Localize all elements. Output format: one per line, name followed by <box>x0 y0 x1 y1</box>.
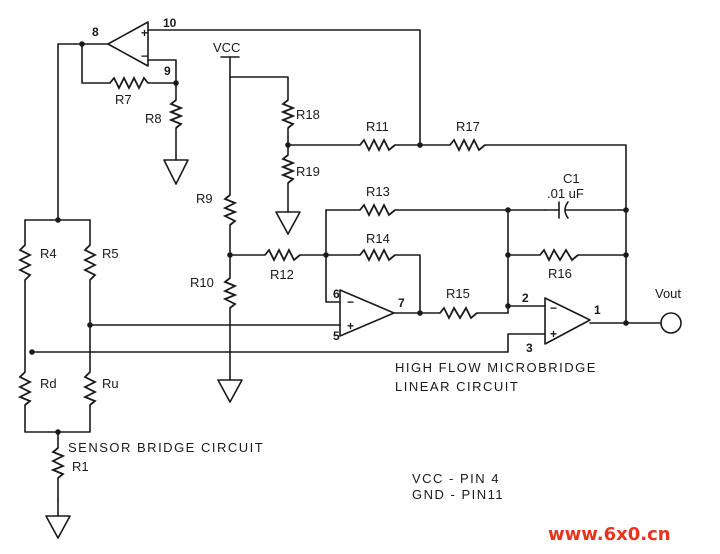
r18-resistor <box>280 99 296 129</box>
vout-label: Vout <box>655 286 681 301</box>
pin-6-label: 6 <box>333 287 340 301</box>
r18-label: R18 <box>296 107 320 122</box>
opamp-first <box>339 289 395 337</box>
r5-resistor <box>82 244 98 281</box>
opamp-second <box>544 297 591 345</box>
pin-8-label: 8 <box>92 25 99 39</box>
opamp-top-minus-sign: − <box>141 49 148 63</box>
pin-7-label: 7 <box>398 296 405 310</box>
rd-resistor <box>17 371 33 406</box>
pin-5-label: 5 <box>333 329 340 343</box>
r14-label: R14 <box>366 231 390 246</box>
r12-resistor <box>264 247 301 263</box>
sensor-bridge-caption: SENSOR BRIDGE CIRCUIT <box>68 440 264 455</box>
r9-resistor <box>222 194 238 226</box>
ground-symbol-r19 <box>275 211 301 235</box>
r4-resistor <box>17 244 33 281</box>
r19-resistor <box>280 154 296 184</box>
r8-resistor <box>168 99 184 129</box>
ru-resistor <box>82 371 98 406</box>
r16-resistor <box>539 248 579 263</box>
ru-label: Ru <box>102 376 119 391</box>
r9-label: R9 <box>196 191 213 206</box>
r15-resistor <box>439 306 478 321</box>
opamp-top <box>107 21 149 67</box>
r10-label: R10 <box>190 275 214 290</box>
opamp-second-plus-sign: + <box>550 327 557 341</box>
rd-label: Rd <box>40 376 57 391</box>
pin-1-label: 1 <box>594 303 601 317</box>
c1-capacitor <box>544 201 569 219</box>
high-flow-caption-line2: LINEAR CIRCUIT <box>395 379 519 394</box>
opamp-first-plus-sign: + <box>347 319 354 333</box>
r14-resistor <box>359 247 396 263</box>
ground-symbol-r1 <box>45 515 71 539</box>
r11-resistor <box>359 137 396 153</box>
resistors <box>17 75 579 479</box>
r13-resistor <box>359 202 396 218</box>
r19-label: R19 <box>296 164 320 179</box>
pin-9-label: 9 <box>164 64 171 78</box>
high-flow-caption-line1: HIGH FLOW MICROBRIDGE <box>395 360 597 375</box>
r5-label: R5 <box>102 246 119 261</box>
pin-2-label: 2 <box>522 291 529 305</box>
opamp-top-plus-sign: + <box>141 26 148 40</box>
gnd-pin-note: GND - PIN11 <box>412 487 504 502</box>
ground-symbol-r8 <box>163 159 189 185</box>
vout-terminal <box>660 312 682 334</box>
wires <box>24 29 661 501</box>
c1-label: C1 <box>563 171 580 186</box>
opamp-second-minus-sign: − <box>550 301 557 315</box>
r1-resistor <box>50 447 66 479</box>
r17-resistor <box>449 137 486 153</box>
vcc-pin-note: VCC - PIN 4 <box>412 471 500 486</box>
ground-symbol-r10 <box>217 379 243 403</box>
r7-label: R7 <box>115 92 132 107</box>
vcc-label: VCC <box>213 40 240 55</box>
r17-label: R17 <box>456 119 480 134</box>
r1-label: R1 <box>72 459 89 474</box>
c1-value-label: .01 uF <box>547 186 584 201</box>
pin-10-label: 10 <box>163 16 177 30</box>
r13-label: R13 <box>366 184 390 199</box>
r15-label: R15 <box>446 286 470 301</box>
r12-label: R12 <box>270 267 294 282</box>
pin-3-label: 3 <box>526 341 533 355</box>
r4-label: R4 <box>40 246 57 261</box>
watermark: www.6x0.cn <box>548 524 671 545</box>
junctions <box>29 41 629 435</box>
r7-resistor <box>109 75 149 91</box>
r8-label: R8 <box>145 111 162 126</box>
r10-resistor <box>222 277 238 309</box>
opamp-first-minus-sign: − <box>347 295 354 309</box>
r16-label: R16 <box>548 266 572 281</box>
r11-label: R11 <box>366 119 389 134</box>
